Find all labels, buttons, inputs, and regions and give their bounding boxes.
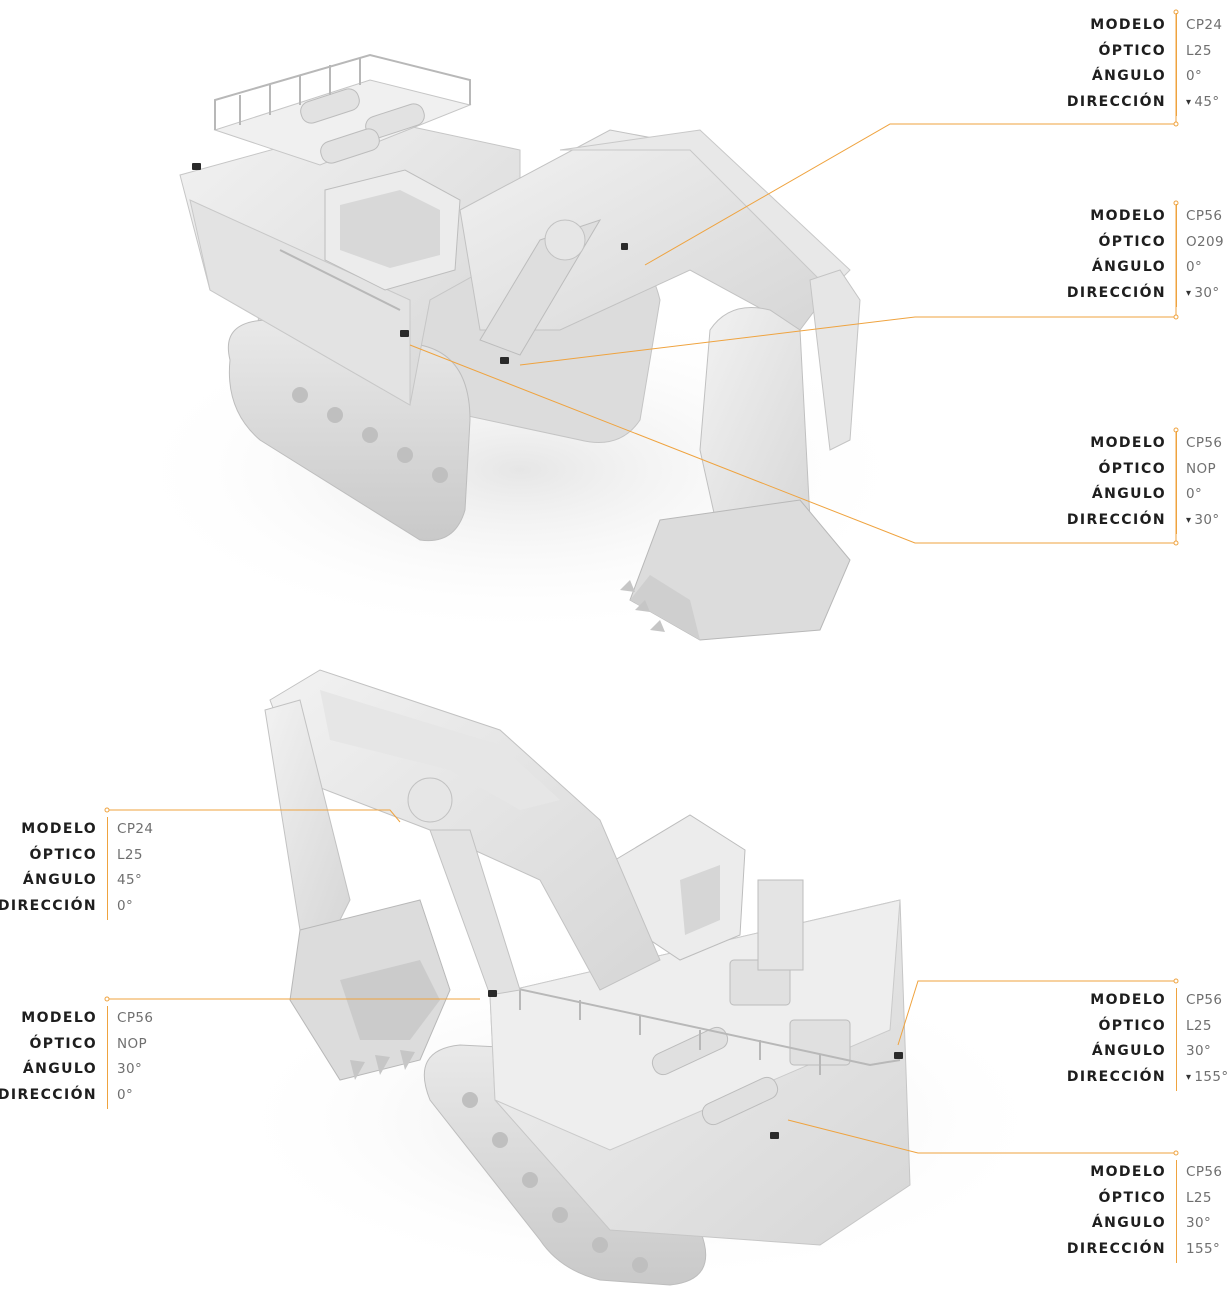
modelo-label: MODELO [1090,992,1166,1008]
optico-value: L25 [107,842,143,869]
angulo-label: ÁNGULO [1091,68,1166,85]
direccion-value: 30° [1194,285,1220,302]
direccion-label: DIRECCIÓN [1066,1069,1166,1086]
modelo-value: CP24 [107,817,153,843]
excavator-top-illustration [120,53,920,641]
excavator-bottom-illustration [220,669,1060,1290]
angulo-label: ÁNGULO [22,1061,97,1078]
modelo-label: MODELO [1090,435,1166,451]
camera-spec-callout: MODELO CP56 ÓPTICO NOP ÁNGULO 30° DIRECCIÓN… [0,1006,153,1109]
camera-spec-callout: MODELO CP56 ÓPTICO L25 ÁNGULO 30° DIRECCIÓN… [1066,1160,1222,1263]
modelo-value: CP56 [1176,204,1222,230]
direccion-label: DIRECCIÓN [1066,94,1166,111]
direction-arrow-icon: ▾ [1186,97,1192,109]
camera-spec-callout: MODELO CP56 ÓPTICO O209 ÁNGULO 0° DIRECCIÓN… [1066,204,1224,307]
leader-endpoints [104,9,1179,1156]
optico-label: ÓPTICO [1098,233,1166,250]
direccion-label: DIRECCIÓN [1066,285,1166,302]
modelo-value: CP56 [1176,988,1222,1014]
angulo-value: 0° [1176,64,1202,91]
modelo-label: MODELO [1090,17,1166,33]
direction-arrow-icon: ▾ [1186,1072,1192,1084]
direccion-label: DIRECCIÓN [0,898,97,915]
optico-label: ÓPTICO [29,846,97,863]
optico-value: L25 [1176,1185,1212,1212]
modelo-value: CP56 [1176,431,1222,457]
direccion-value: 30° [1194,512,1220,529]
angulo-value: 45° [107,868,142,895]
angulo-value: 30° [1176,1039,1211,1066]
direction-arrow-icon: ▾ [1186,288,1192,300]
modelo-value: CP56 [1176,1160,1222,1186]
angulo-label: ÁNGULO [1091,486,1166,503]
optico-value: L25 [1176,1013,1212,1040]
direction-arrow-icon: ▾ [1186,515,1192,527]
angulo-label: ÁNGULO [1091,1215,1166,1232]
optico-value: L25 [1176,38,1212,65]
direccion-label: DIRECCIÓN [1066,1241,1166,1258]
angulo-label: ÁNGULO [22,872,97,889]
modelo-value: CP56 [107,1006,153,1032]
direccion-value: 0° [107,894,133,920]
optico-label: ÓPTICO [1098,42,1166,59]
modelo-label: MODELO [1090,1164,1166,1180]
camera-spec-callout: MODELO CP24 ÓPTICO L25 ÁNGULO 45° DIRECCIÓN… [0,817,153,920]
optico-label: ÓPTICO [1098,1189,1166,1206]
angulo-label: ÁNGULO [1091,1043,1166,1060]
optico-value: NOP [107,1031,147,1058]
angulo-value: 30° [107,1057,142,1084]
optico-value: NOP [1176,456,1216,483]
direccion-value: 45° [1194,94,1220,111]
angulo-value: 0° [1176,482,1202,509]
direccion-label: DIRECCIÓN [1066,512,1166,529]
modelo-value: CP24 [1176,13,1222,39]
angulo-value: 30° [1176,1211,1211,1238]
optico-label: ÓPTICO [29,1035,97,1052]
camera-spec-callout: MODELO CP56 ÓPTICO L25 ÁNGULO 30° DIRECCIÓN… [1066,988,1229,1091]
optico-value: O209 [1176,229,1224,256]
optico-label: ÓPTICO [1098,460,1166,477]
angulo-label: ÁNGULO [1091,259,1166,276]
direccion-value: 155° [1194,1069,1229,1086]
direccion-value: 0° [107,1083,133,1109]
camera-spec-callout: MODELO CP24 ÓPTICO L25 ÁNGULO 0° DIRECCIÓN ▾… [1066,13,1222,116]
angulo-value: 0° [1176,255,1202,282]
modelo-label: MODELO [21,821,97,837]
modelo-label: MODELO [21,1010,97,1026]
direccion-label: DIRECCIÓN [0,1087,97,1104]
modelo-label: MODELO [1090,208,1166,224]
camera-spec-callout: MODELO CP56 ÓPTICO NOP ÁNGULO 0° DIRECCIÓN ▾… [1066,431,1222,534]
optico-label: ÓPTICO [1098,1017,1166,1034]
direccion-value: 155° [1176,1237,1220,1263]
